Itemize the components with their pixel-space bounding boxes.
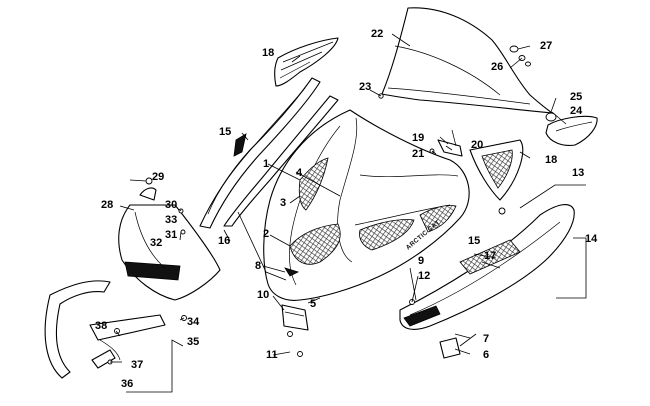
callout-labels: 1 2 3 4 5 6 7 8 9 10 11 12 13 14 15 16 1… — [95, 28, 598, 390]
callout-26: 26 — [491, 61, 503, 73]
callout-33: 33 — [165, 214, 177, 226]
callout-22: 22 — [371, 28, 383, 40]
callout-2: 2 — [263, 228, 269, 240]
callout-18: 18 — [262, 47, 274, 59]
side-mirror — [545, 112, 598, 146]
callout-14: 14 — [585, 233, 598, 245]
callout-1: 1 — [263, 158, 269, 170]
callout-21: 21 — [412, 148, 424, 160]
callout-20: 20 — [471, 139, 483, 151]
side-trim-strip — [199, 77, 321, 229]
callout-32: 32 — [150, 237, 162, 249]
callout-18-side: 18 — [545, 154, 557, 166]
windshield — [381, 7, 553, 114]
side-mirror-left — [274, 37, 339, 87]
windshield-fastener — [509, 45, 531, 67]
hood-bracket — [281, 304, 309, 357]
callout-10: 10 — [257, 289, 269, 301]
callout-13: 13 — [572, 167, 584, 179]
front-bumper — [44, 280, 166, 379]
callout-19: 19 — [412, 132, 424, 144]
mount-bracket — [439, 333, 477, 359]
callout-8: 8 — [255, 260, 261, 272]
callout-30: 30 — [165, 199, 177, 211]
callout-15: 15 — [219, 126, 231, 138]
callout-27: 27 — [540, 40, 552, 52]
callout-12: 12 — [418, 270, 430, 282]
callout-9: 9 — [418, 255, 424, 267]
callout-37: 37 — [131, 359, 143, 371]
latch-bracket — [429, 129, 463, 157]
callout-7: 7 — [483, 333, 489, 345]
callout-6: 6 — [483, 349, 489, 361]
side-vent-panel — [469, 139, 524, 201]
callout-5: 5 — [310, 298, 316, 310]
callout-29: 29 — [152, 171, 164, 183]
callout-38: 38 — [95, 320, 107, 332]
callout-23: 23 — [359, 81, 371, 93]
callout-34: 34 — [187, 316, 200, 328]
callout-24: 24 — [570, 105, 583, 117]
inner-trim-strip — [223, 95, 339, 227]
callout-28: 28 — [101, 199, 113, 211]
leader-lines — [110, 33, 587, 393]
hood — [263, 109, 470, 301]
callout-11: 11 — [266, 349, 278, 361]
callout-17: 17 — [484, 250, 496, 262]
callout-31: 31 — [165, 229, 177, 241]
callout-16: 16 — [218, 235, 230, 247]
callout-15-side: 15 — [468, 235, 480, 247]
callout-35: 35 — [187, 336, 199, 348]
callout-4: 4 — [296, 167, 303, 179]
callout-36: 36 — [121, 378, 133, 390]
callout-25: 25 — [570, 91, 582, 103]
callout-3: 3 — [280, 197, 286, 209]
